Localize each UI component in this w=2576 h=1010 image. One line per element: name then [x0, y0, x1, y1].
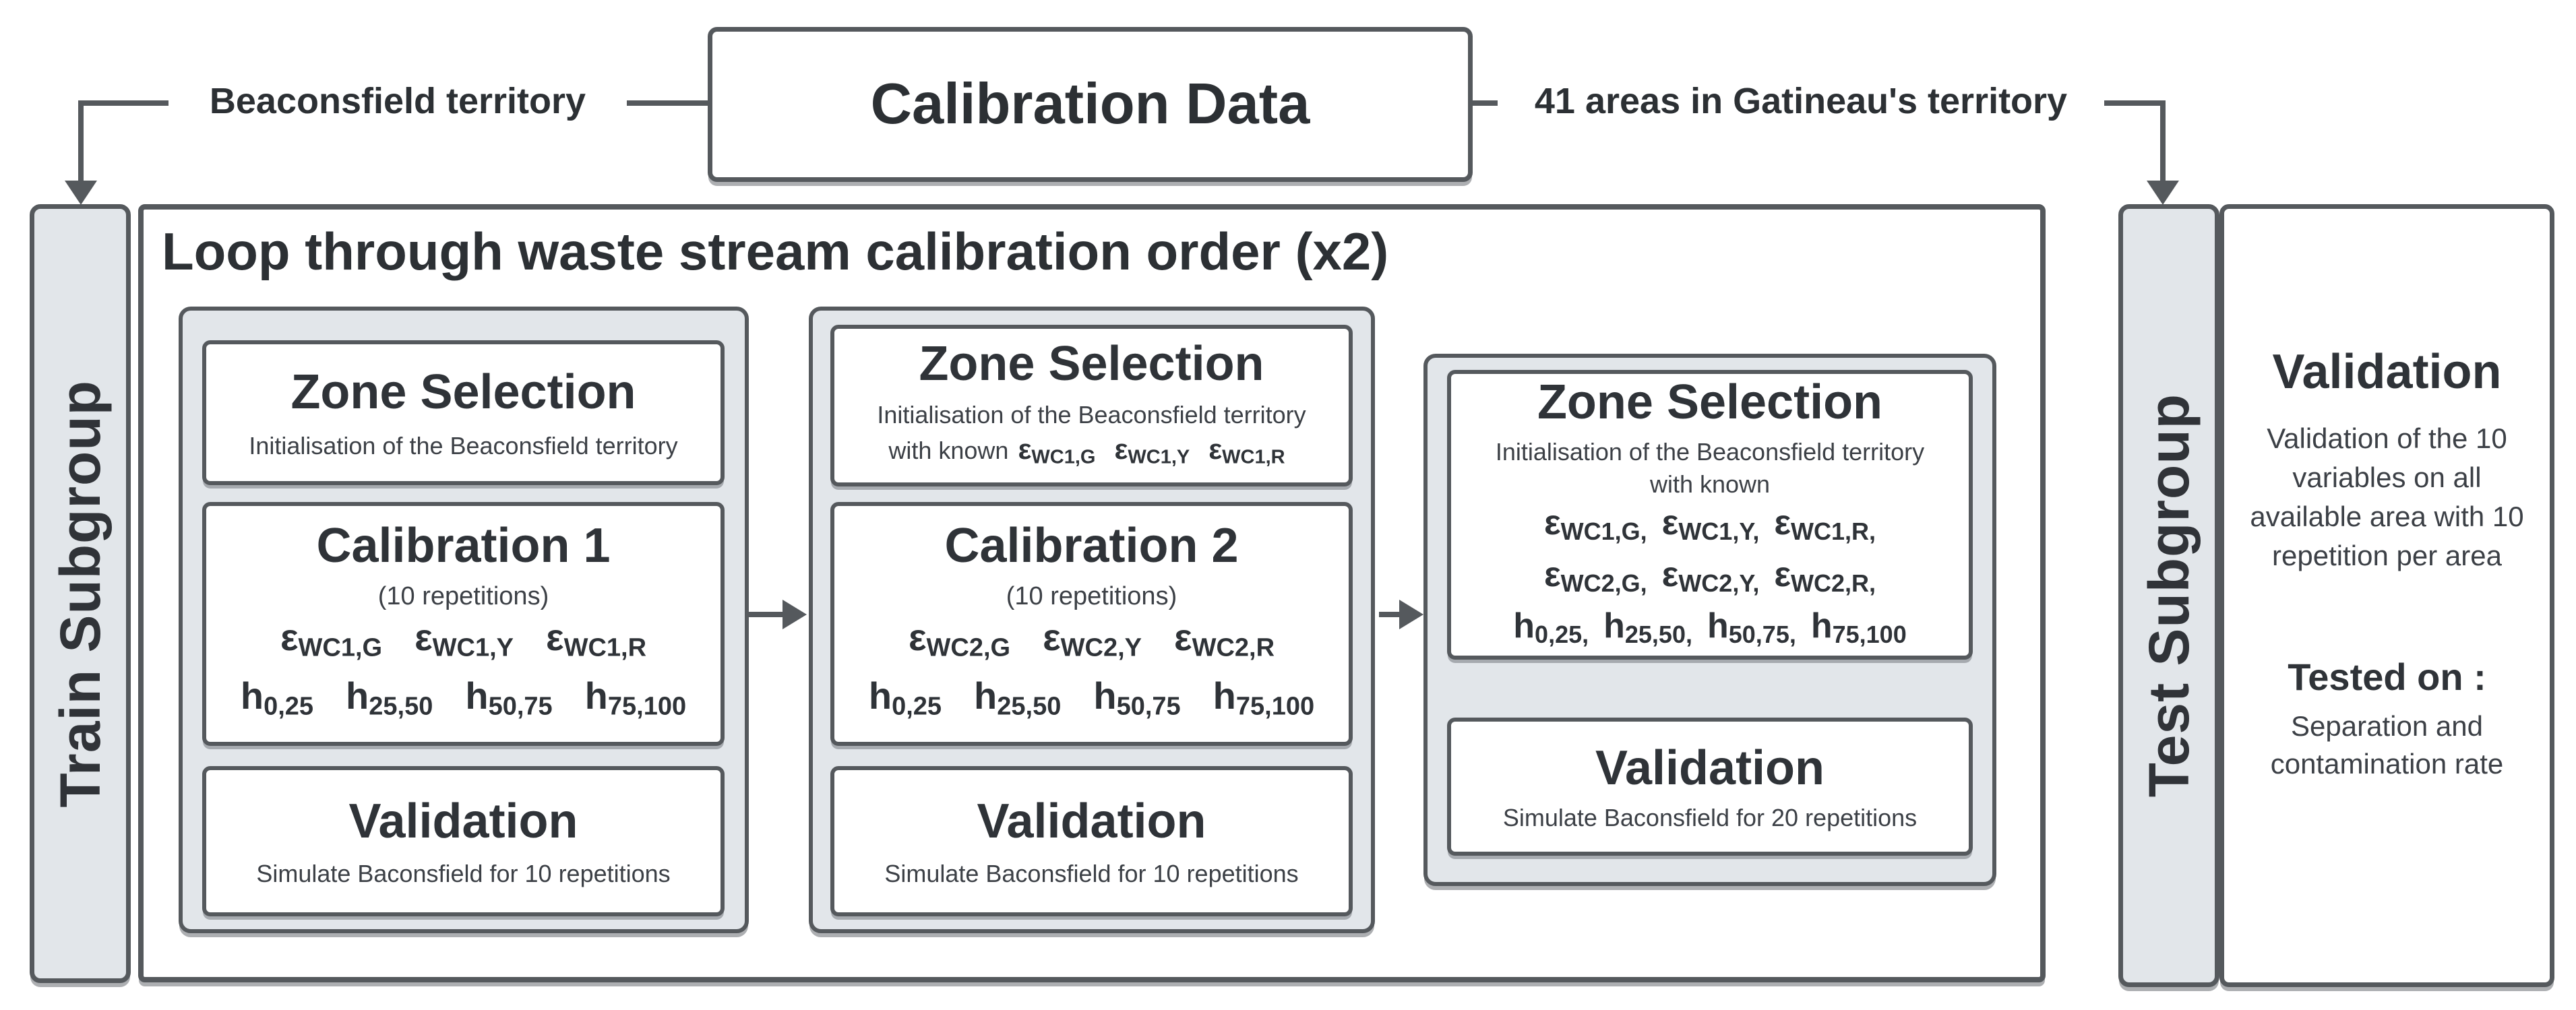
stage-2-zone-title: Zone Selection — [919, 337, 1264, 391]
train-subgroup-label: Train Subgroup — [48, 379, 112, 808]
stage-2-validation-title: Validation — [977, 794, 1206, 848]
stage-3-zone-subtitle: Initialisation of the Beaconsfield terri… — [1495, 437, 1925, 466]
stage-1-validation-box: Validation Simulate Baconsfield for 10 r… — [202, 766, 725, 916]
stage-1-group: Zone Selection Initialisation of the Bea… — [179, 307, 749, 933]
stage-3-zone-title: Zone Selection — [1537, 375, 1883, 429]
right-arrow-icon — [1399, 600, 1423, 629]
stage-3-zone-selection-box: Zone Selection Initialisation of the Bea… — [1447, 370, 1973, 660]
stage-1-calibration-title: Calibration 1 — [316, 518, 611, 573]
down-arrow-icon — [65, 181, 97, 205]
stage-2-zone-subtitle: Initialisation of the Beaconsfield terri… — [877, 401, 1306, 429]
stage-3-h-line: h0,25,h25,50,h50,75,h75,100 — [1513, 606, 1907, 649]
stage-3-group: Zone Selection Initialisation of the Bea… — [1423, 354, 1996, 886]
stage-1-validation-subtitle: Simulate Baconsfield for 10 repetitions — [256, 859, 671, 887]
right-arrow-icon — [783, 600, 807, 629]
stage-3-validation-subtitle: Simulate Baconsfield for 20 repetitions — [1502, 803, 1918, 831]
stage-2-calibration-title: Calibration 2 — [944, 518, 1239, 573]
stage-2-zone-selection-box: Zone Selection Initialisation of the Bea… — [830, 325, 1353, 486]
stage-1-zone-selection-box: Zone Selection Initialisation of the Bea… — [202, 340, 725, 485]
test-subgroup-bar: Test Subgroup — [2118, 204, 2219, 987]
stage-arrow-1-line — [749, 612, 784, 617]
stage-1-validation-title: Validation — [348, 794, 578, 848]
stage-3-epsilon-line-2: εWC2,G,εWC2,Y,εWC2,R, — [1543, 555, 1876, 597]
test-validation-title: Validation — [2272, 345, 2502, 399]
stage-1-calibration-note: (10 repetitions) — [377, 581, 549, 610]
tested-on-body: Separation and contamination rate — [2270, 710, 2504, 780]
down-arrow-icon — [2147, 181, 2179, 205]
test-subgroup-label: Test Subgroup — [2137, 393, 2201, 798]
loop-title: Loop through waste stream calibration or… — [162, 222, 1389, 281]
test-validation-body: Validation of the 10 variables on all av… — [2250, 422, 2524, 571]
stage-3-zone-subtitle2: with known — [1649, 470, 1771, 498]
stage-2-known-prefix: with known — [888, 437, 1009, 465]
stage-2-group: Zone Selection Initialisation of the Bea… — [809, 307, 1375, 933]
left-branch-label: Beaconsfield territory — [168, 77, 627, 125]
stage-1-zone-subtitle: Initialisation of the Beaconsfield terri… — [249, 431, 678, 460]
stage-2-validation-subtitle: Simulate Baconsfield for 10 repetitions — [884, 859, 1299, 887]
left-connector-drop — [78, 100, 84, 183]
calibration-data-title: Calibration Data — [870, 72, 1310, 136]
train-subgroup-bar: Train Subgroup — [30, 204, 131, 983]
tested-on-title: Tested on : — [2288, 656, 2486, 698]
stage-3-validation-title: Validation — [1595, 740, 1825, 795]
stage-3-validation-box: Validation Simulate Baconsfield for 20 r… — [1447, 718, 1973, 856]
calibration-data-box: Calibration Data — [708, 27, 1473, 182]
right-connector-drop — [2160, 100, 2166, 183]
right-branch-label: 41 areas in Gatineau's territory — [1498, 77, 2104, 125]
stage-3-epsilon-line-1: εWC1,G,εWC1,Y,εWC1,R, — [1543, 503, 1876, 545]
stage-2-calibration-note: (10 repetitions) — [1006, 581, 1177, 610]
stage-arrow-2-line — [1379, 612, 1402, 617]
stage-1-zone-title: Zone Selection — [290, 365, 636, 419]
stage-2-validation-box: Validation Simulate Baconsfield for 10 r… — [830, 766, 1353, 916]
test-validation-panel: Validation Validation of the 10 variable… — [2219, 204, 2554, 987]
